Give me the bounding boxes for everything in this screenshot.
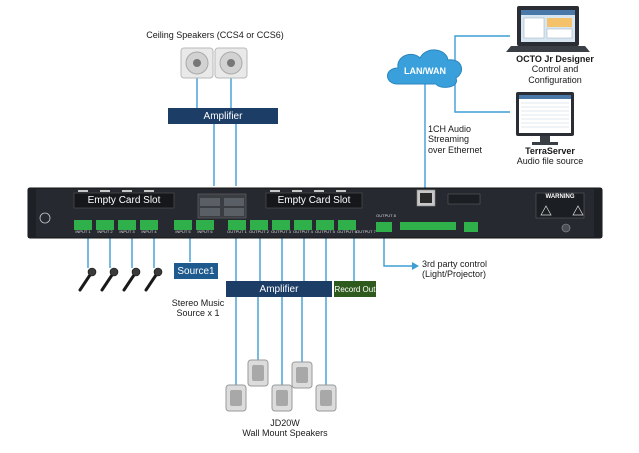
device-chassis — [27, 187, 603, 239]
amplifier-bottom-bar: Amplifier — [226, 281, 332, 297]
streaming-line3: over Ethernet — [428, 144, 483, 155]
microphone-icon — [122, 267, 141, 292]
output-label: OUTPUT 5 — [315, 229, 335, 234]
output-label: OUTPUT 8 — [376, 213, 396, 218]
output-label: OUTPUT 4 — [293, 229, 313, 234]
input-label: INPUT 1 — [75, 229, 91, 234]
monitor-icon — [516, 92, 574, 145]
jd20w-label: JD20W Wall Mount Speakers — [220, 418, 350, 439]
octo-title: OCTO Jr Designer — [516, 54, 594, 64]
streaming-line1: 1CH Audio — [428, 124, 472, 134]
record-out-bar: Record Out — [334, 281, 376, 297]
lan-wan-cloud — [387, 49, 463, 88]
wall-speaker — [225, 384, 247, 412]
terraserver-line2: Audio file source — [516, 156, 584, 167]
microphone-icon — [78, 267, 97, 292]
input-label: INPUT 5 — [175, 229, 191, 234]
empty-card-slot-left: Empty Card Slot — [87, 195, 161, 206]
input-label: INPUT 2 — [97, 229, 113, 234]
output-label: OUTPUT 1 — [227, 229, 247, 234]
lan-wan-label: LAN/WAN — [404, 66, 446, 76]
octo-line3: Configuration — [528, 74, 582, 85]
streaming-label: 1CH Audio Streaming over Ethernet — [428, 124, 492, 155]
wall-speaker — [247, 359, 269, 387]
input-label: INPUT 6 — [197, 229, 213, 234]
octo-line2: Control and — [531, 64, 579, 75]
output-label: OUTPUT 3 — [271, 229, 291, 234]
arrow-head — [412, 262, 419, 270]
wall-speaker — [315, 384, 337, 412]
laptop-icon — [506, 6, 590, 52]
jd20w-line2: Wall Mount Speakers — [242, 428, 328, 439]
ceiling-speakers-label: Ceiling Speakers (CCS4 or CCS6) — [146, 30, 284, 40]
empty-card-slot-right: Empty Card Slot — [277, 195, 351, 206]
third-party-line2: (Light/Projector) — [422, 269, 487, 280]
source1-bar: Source1 — [174, 263, 218, 279]
terraserver-label: TerraServer Audio file source — [505, 146, 595, 167]
third-party-label: 3rd party control (Light/Projector) — [422, 259, 518, 280]
stereo-line2: Source x 1 — [176, 308, 220, 319]
ceiling-speaker-left — [180, 47, 214, 79]
wall-speaker — [271, 384, 293, 412]
ceiling-speaker-right — [214, 47, 248, 79]
wall-speaker — [291, 361, 313, 389]
warning-label: WARNING — [545, 194, 575, 200]
streaming-line2: Streaming — [428, 134, 470, 145]
output-label: OUTPUT 6 — [337, 229, 357, 234]
stereo-music-label: Stereo Music Source x 1 — [160, 298, 236, 319]
input-label: INPUT 4 — [141, 229, 157, 234]
octo-label: OCTO Jr Designer Control and Configurati… — [510, 54, 600, 85]
jd20w-line1: JD20W — [270, 418, 300, 428]
microphone-icon — [144, 267, 163, 292]
third-party-line1: 3rd party control — [422, 259, 488, 269]
terraserver-title: TerraServer — [525, 146, 575, 156]
output-label: OUTPUT 2 — [249, 229, 269, 234]
amplifier-top-bar: Amplifier — [168, 108, 278, 124]
output-label: OUTPUT 7 — [356, 229, 376, 234]
input-label: INPUT 3 — [119, 229, 135, 234]
stereo-line1: Stereo Music — [171, 298, 225, 308]
microphone-icon — [100, 267, 119, 292]
